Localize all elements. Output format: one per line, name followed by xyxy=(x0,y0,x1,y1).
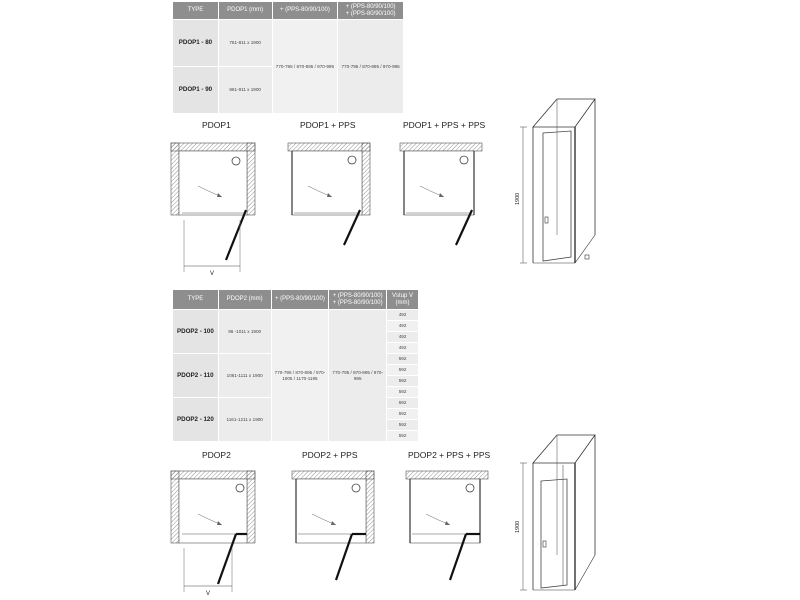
pps2-range: 770-795 / 870-895 / 970-995 xyxy=(337,19,404,114)
col-type: TYPE xyxy=(172,1,219,20)
vstup-value: 592 xyxy=(386,364,419,376)
vstup-value: 592 xyxy=(386,386,419,398)
diagram-title: PDOP1 + PPS xyxy=(300,120,356,130)
plan-view-pdop2: V xyxy=(170,470,256,597)
row-type: PDOP2 - 100 xyxy=(172,309,219,354)
pps2-range: 770-795 / 870-895 / 970-995 xyxy=(328,309,388,442)
row-size: 1161-1211 x 1900 xyxy=(217,397,272,442)
row-size: 861-911 x 1900 xyxy=(217,66,273,114)
row-size: 96 -1011 x 1900 xyxy=(217,309,272,354)
vstup-value: 492 xyxy=(386,331,419,343)
vstup-value: 492 xyxy=(386,320,419,332)
col-type: TYPE xyxy=(172,289,219,310)
diagram-title: PDOP2 + PPS xyxy=(302,450,358,460)
diagram-title: PDOP1 xyxy=(202,120,231,130)
plan-view-pdop2-pps-pps xyxy=(405,470,489,581)
pps1-range: 770-795 / 870-895 / 970-1005 / 1170-1195 xyxy=(270,309,330,442)
dim-v-label: V xyxy=(206,591,210,597)
pps1-range: 770-795 / 870-895 / 970-995 xyxy=(271,19,339,114)
vstup-value: 592 xyxy=(386,419,419,431)
dim-height-label: 1900 xyxy=(515,193,521,205)
diagram-title: PDOP2 xyxy=(202,450,231,460)
row-size: 761-811 x 1900 xyxy=(217,19,273,67)
plan-view-pdop1-pps-pps xyxy=(399,142,483,246)
diagram-title: PDOP2 + PPS + PPS xyxy=(408,450,491,460)
vstup-value: 592 xyxy=(386,375,419,387)
vstup-value: 592 xyxy=(386,430,419,442)
vstup-value: 592 xyxy=(386,408,419,420)
plan-view-pdop2-pps xyxy=(291,470,375,581)
row-size: 1061-1111 x 1900 xyxy=(217,353,272,398)
col-vstup: Vstup V (mm) xyxy=(386,289,419,310)
spec-table-pdop1: TYPE PDOP1 (mm) + (PPS-80/90/100) + (PPS… xyxy=(172,1,404,114)
col-size: PDOP2 (mm) xyxy=(217,289,272,310)
diagram-title: PDOP1 + PPS + PPS xyxy=(403,120,486,130)
col-pps2: + (PPS-80/90/100) + (PPS-80/90/100) xyxy=(328,289,388,310)
row-type: PDOP2 - 110 xyxy=(172,353,219,398)
vstup-value: 492 xyxy=(386,342,419,354)
row-type: PDOP2 - 120 xyxy=(172,397,219,442)
spec-table-pdop2: TYPE PDOP2 (mm) + (PPS-80/90/100) + (PPS… xyxy=(172,289,419,442)
vstup-value: 592 xyxy=(386,397,419,409)
col-pps1: + (PPS-80/90/100) xyxy=(271,1,339,20)
iso-view-pdop2: 1900 xyxy=(515,434,596,591)
row-type: PDOP1 - 80 xyxy=(172,19,219,67)
col-size: PDOP1 (mm) xyxy=(217,1,273,20)
plan-view-pdop1: V xyxy=(170,142,256,277)
vstup-value: 592 xyxy=(386,353,419,365)
iso-view-pdop1: 1900 xyxy=(515,98,596,264)
dim-v-label: V xyxy=(210,271,214,277)
col-pps2: + (PPS-80/90/100) + (PPS-80/90/100) xyxy=(337,1,404,20)
col-pps1: + (PPS-80/90/100) xyxy=(270,289,330,310)
row-type: PDOP1 - 90 xyxy=(172,66,219,114)
dim-height-label: 1900 xyxy=(515,521,521,533)
vstup-value: 492 xyxy=(386,309,419,321)
plan-view-pdop1-pps xyxy=(287,142,371,246)
